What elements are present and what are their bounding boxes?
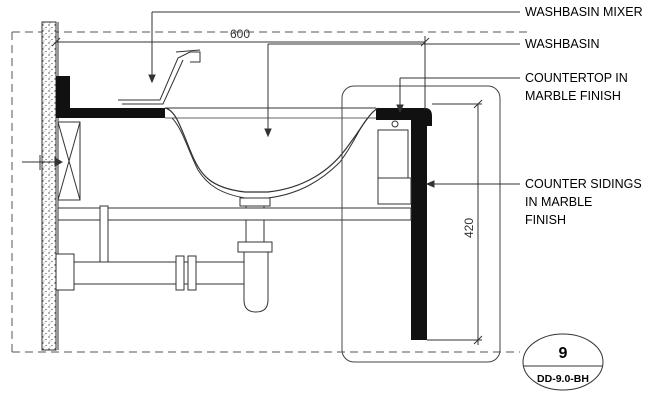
label-sidings-line1: COUNTER SIDINGS [525,177,642,191]
vanity-outline [341,85,501,363]
counter-siding [411,120,427,340]
countertop-left [56,76,165,118]
label-sidings-line2: IN MARBLE [525,195,592,209]
washbasin-mixer [118,49,201,105]
washbasin-bowl [164,107,379,193]
detail-number: 9 [559,345,568,362]
bracket-base [377,177,412,205]
fixing-bolt [391,120,399,128]
label-countertop-line1: COUNTERTOP IN [525,71,628,85]
detail-reference: DD-9.0-BH [537,373,589,385]
label-countertop-line2: MARBLE FINISH [525,89,621,103]
dimension-600 [51,36,430,110]
label-washbasin: WASHBASIN [525,37,600,51]
label-washbasin-mixer: WASHBASIN MIXER [525,5,643,19]
leader-lines [148,11,520,188]
drain-pipes [55,205,412,291]
label-sidings-line3: FINISH [525,213,566,227]
dimension-420 [427,99,483,345]
wall-section [41,21,57,351]
dimension-600-text: 600 [230,27,250,41]
blocking-box [57,121,81,201]
dashed-boundary [11,31,530,353]
bracket-box [377,129,409,179]
dimension-420-text: 420 [462,218,476,238]
detail-tag [522,333,604,391]
